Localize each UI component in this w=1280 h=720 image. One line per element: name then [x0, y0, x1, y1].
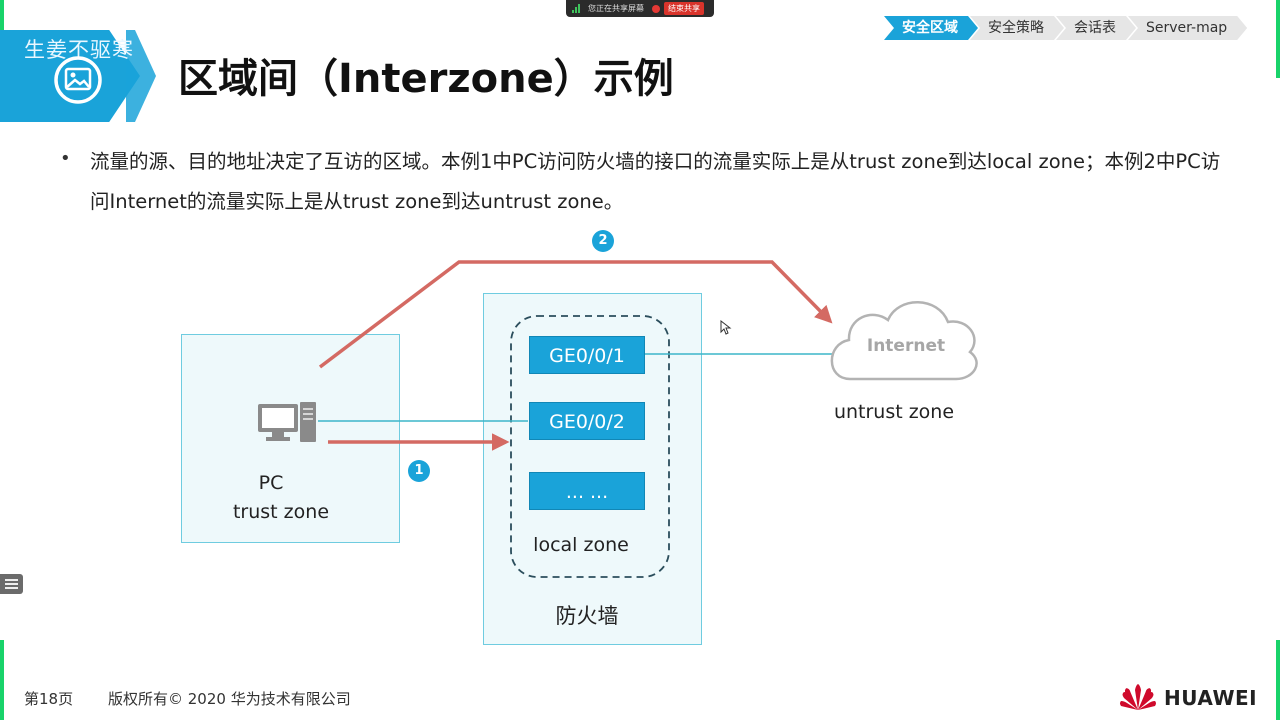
- header-banner: [0, 30, 140, 122]
- firewall-label: 防火墙: [555, 604, 619, 628]
- huawei-logo-icon: [1120, 684, 1156, 710]
- stop-share-button[interactable]: 结束共享: [664, 2, 704, 15]
- interface-ge002: GE0/0/2: [529, 402, 645, 440]
- internet-label: Internet: [866, 336, 946, 356]
- interface-more: ... ...: [529, 472, 645, 510]
- screen-share-bar: 您正在共享屏幕 结束共享: [566, 0, 714, 17]
- bullet-text: 流量的源、目的地址决定了互访的区域。本例1中PC访问防火墙的接口的流量实际上是从…: [90, 150, 1221, 213]
- flow-2-badge: 2: [592, 230, 614, 252]
- bullet-marker: •: [60, 148, 71, 169]
- untrust-zone-label: untrust zone: [833, 401, 955, 423]
- pc-icon: [258, 402, 316, 442]
- signal-icon: [572, 4, 582, 13]
- trust-zone-label: trust zone: [232, 501, 330, 523]
- pc-label: PC: [258, 472, 284, 494]
- page-title: 区域间（Interzone）示例: [178, 56, 674, 102]
- corner-marker-br: [1276, 640, 1280, 720]
- section-nav: 安全区域 安全策略 会话表 Server-map: [884, 16, 1247, 40]
- flow-1-badge: 1: [408, 460, 430, 482]
- footer-page-number: 第18页: [24, 690, 74, 708]
- nav-item-server-map[interactable]: Server-map: [1128, 16, 1247, 40]
- share-status-text: 您正在共享屏幕: [588, 4, 644, 13]
- mouse-cursor-icon: [720, 319, 732, 335]
- side-menu-toggle[interactable]: [0, 574, 23, 594]
- huawei-brand-text: HUAWEI: [1164, 686, 1258, 710]
- nav-item-session-table[interactable]: 会话表: [1056, 16, 1136, 40]
- local-zone-outline: [510, 315, 670, 578]
- flow-2-arrow: [318, 260, 833, 369]
- footer-copyright: 版权所有© 2020 华为技术有限公司: [108, 690, 351, 708]
- nav-item-security-policy[interactable]: 安全策略: [970, 16, 1064, 40]
- internet-cloud-icon: [830, 301, 978, 381]
- interface-ge001: GE0/0/1: [529, 336, 645, 374]
- trust-zone-box: [181, 334, 400, 543]
- local-zone-label: local zone: [533, 534, 629, 556]
- record-icon: [652, 4, 660, 13]
- corner-marker-bl: [0, 640, 4, 720]
- nav-item-security-zone[interactable]: 安全区域: [884, 16, 978, 40]
- image-icon: [54, 56, 102, 104]
- corner-marker-tr: [1276, 0, 1280, 78]
